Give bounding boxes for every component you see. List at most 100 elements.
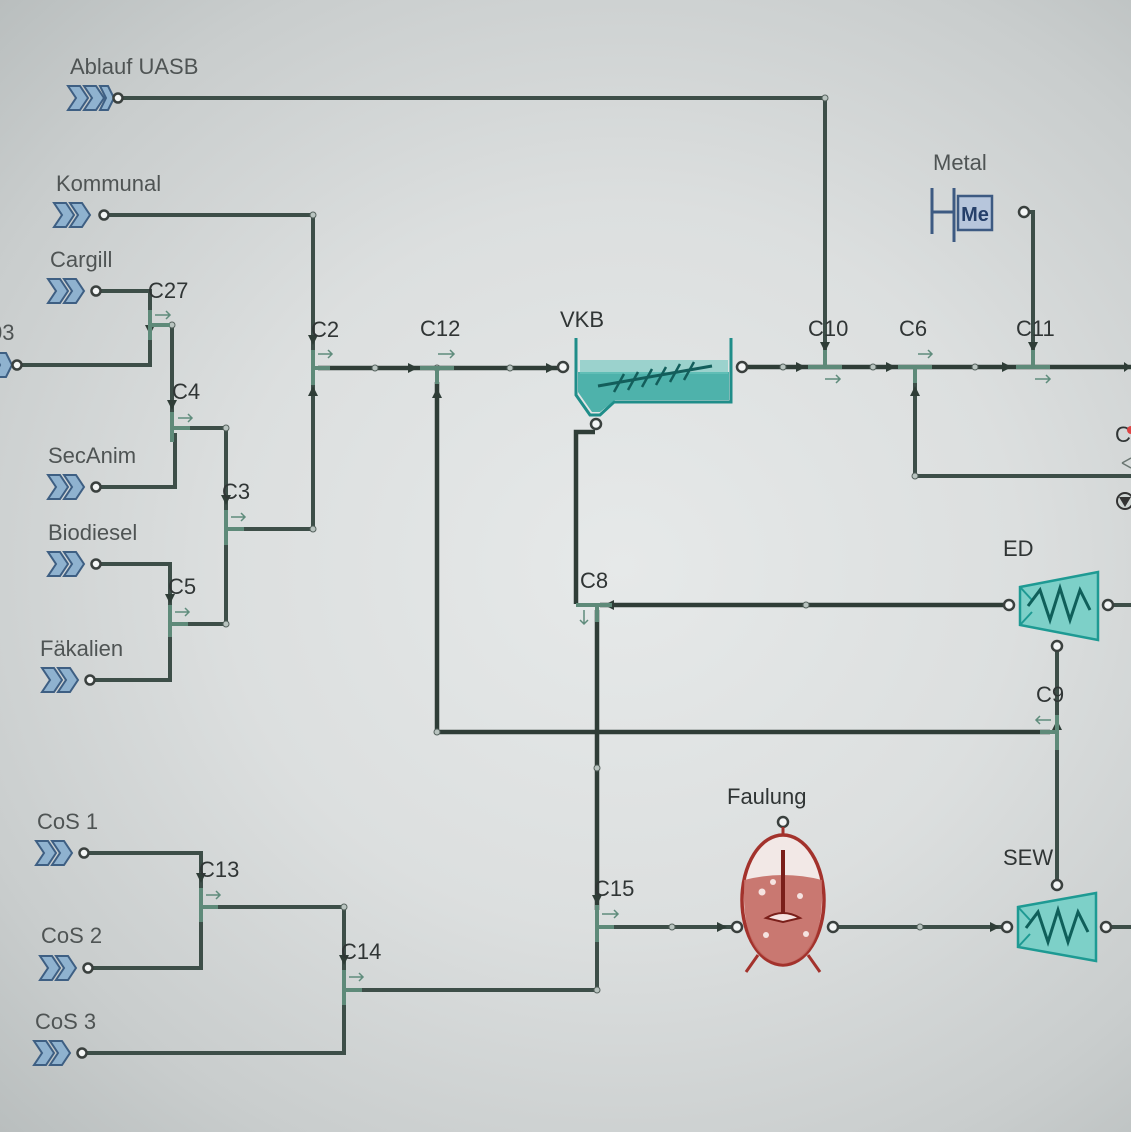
- pipe-vkb-underflow[interactable]: [573, 429, 595, 604]
- junction-c10[interactable]: C10: [808, 316, 848, 384]
- junction-label: C13: [199, 857, 239, 882]
- feed-label: SecAnim: [48, 443, 136, 468]
- pipe-biodiesel[interactable]: [96, 562, 172, 612]
- gas-port[interactable]: [776, 815, 790, 829]
- bottom-port[interactable]: [1050, 639, 1064, 653]
- feed-partial-left[interactable]: 03: [0, 320, 23, 378]
- junction-c6[interactable]: C6: [898, 316, 934, 383]
- heat-exchanger-icon: [1024, 904, 1090, 947]
- outlet-port[interactable]: [90, 481, 102, 493]
- unit-label: Faulung: [727, 784, 807, 809]
- feed-secanim[interactable]: SecAnim: [46, 443, 136, 500]
- unit-label: SEW: [1003, 845, 1053, 870]
- outlet-port[interactable]: [84, 674, 96, 686]
- outlet-port[interactable]: [90, 558, 102, 570]
- junction-c3[interactable]: C3: [222, 479, 250, 545]
- feed-label: CoS 3: [35, 1009, 96, 1034]
- junction-c27[interactable]: C27: [148, 278, 188, 340]
- metal-icon: [956, 194, 994, 232]
- outlet-port[interactable]: [76, 1047, 88, 1059]
- junction-c5[interactable]: C5: [168, 574, 196, 637]
- junction-c8[interactable]: C8: [576, 568, 612, 626]
- outlet-port[interactable]: [90, 285, 102, 297]
- junction-c13[interactable]: C13: [199, 857, 239, 922]
- junction-c2[interactable]: C2: [311, 317, 339, 385]
- feed-arrow-icon: [46, 474, 70, 500]
- feed-label: CoS 2: [41, 923, 102, 948]
- unit-sew[interactable]: SEW: [1000, 845, 1113, 963]
- pipe-c3-c2[interactable]: [230, 378, 315, 531]
- junction-label: C4: [172, 379, 200, 404]
- outlet-port[interactable]: [1101, 598, 1115, 612]
- junction-label: C3: [222, 479, 250, 504]
- unit-ed[interactable]: ED: [1002, 536, 1115, 653]
- unit-vkb[interactable]: VKB: [556, 307, 749, 431]
- outlet-port[interactable]: [78, 847, 90, 859]
- junction-c11[interactable]: C11: [1016, 316, 1055, 384]
- junction-label: C9: [1036, 682, 1064, 707]
- outlet-port[interactable]: [826, 920, 840, 934]
- feed-ablauf-uasb[interactable]: Ablauf UASB: [66, 54, 198, 111]
- outlet-port[interactable]: [112, 92, 124, 104]
- pipe-ablauf-uasb[interactable]: [118, 96, 827, 362]
- feed-cos-3[interactable]: CoS 3: [32, 1009, 96, 1066]
- pipe-faekalien[interactable]: [90, 628, 172, 682]
- pipe-c9-c12[interactable]: [434, 382, 1050, 735]
- inlet-port[interactable]: [1000, 920, 1014, 934]
- flow-arrowheads: [145, 325, 1062, 965]
- underflow-port[interactable]: [589, 417, 603, 431]
- feed-label: Biodiesel: [48, 520, 137, 545]
- outlet-port[interactable]: [98, 209, 110, 221]
- pipe-c4-c3[interactable]: [178, 426, 228, 512]
- feed-kommunal[interactable]: Kommunal: [52, 171, 161, 228]
- metal-dosing-unit[interactable]: Metal Me: [930, 150, 1031, 242]
- junction-label: C10: [808, 316, 848, 341]
- junction-c15[interactable]: C15: [594, 876, 634, 942]
- unit-faulung[interactable]: Faulung: [727, 784, 840, 973]
- outlet-port[interactable]: [1099, 920, 1113, 934]
- right-edge-partial-unit[interactable]: C: [1115, 362, 1131, 510]
- unit-label: VKB: [560, 307, 604, 332]
- inlet-port[interactable]: [556, 360, 570, 374]
- junction-c9[interactable]: C9: [1034, 682, 1064, 750]
- junction-c14[interactable]: C14: [341, 939, 381, 1005]
- pipe-kommunal[interactable]: [104, 213, 315, 352]
- pipe-secanim[interactable]: [96, 433, 177, 489]
- pipe-cos2[interactable]: [88, 918, 203, 970]
- inlet-port[interactable]: [730, 920, 744, 934]
- feed-arrow-icon: [38, 955, 62, 981]
- feed-cargill[interactable]: Cargill: [46, 247, 112, 304]
- feed-arrow-icon: [46, 551, 70, 577]
- pipe-waypoints: [168, 94, 979, 994]
- junction-label: C8: [580, 568, 608, 593]
- outlet-port[interactable]: [11, 359, 23, 371]
- feed-cos-2[interactable]: CoS 2: [38, 923, 102, 981]
- pipe-cos3[interactable]: [82, 1003, 346, 1055]
- feed-arrow-icon: [66, 85, 90, 111]
- pipe-partial-feed[interactable]: [16, 338, 152, 367]
- pipe-c6-recycle[interactable]: [913, 378, 1131, 478]
- feed-cos-1[interactable]: CoS 1: [34, 809, 98, 866]
- feed-label: Ablauf UASB: [70, 54, 198, 79]
- status-indicator: [1127, 426, 1131, 434]
- feed-faekalien[interactable]: Fäkalien: [40, 636, 123, 693]
- pipe-c14-c15[interactable]: [348, 938, 599, 992]
- junction-label: C12: [420, 316, 460, 341]
- junction-c4[interactable]: C4: [170, 379, 200, 442]
- pipe-c13-c14[interactable]: [204, 905, 346, 972]
- pipe-cargill[interactable]: [96, 289, 152, 342]
- junction-label: C6: [899, 316, 927, 341]
- outlet-port[interactable]: [82, 962, 94, 974]
- junction-label: C14: [341, 939, 381, 964]
- junction-c12[interactable]: C12: [420, 316, 460, 384]
- top-port[interactable]: [1050, 878, 1064, 892]
- outlet-port[interactable]: [1017, 205, 1031, 219]
- outlet-port[interactable]: [735, 360, 749, 374]
- inlet-port[interactable]: [1002, 598, 1016, 612]
- partial-label: C: [1115, 422, 1131, 447]
- feed-biodiesel[interactable]: Biodiesel: [46, 520, 137, 577]
- pipe-cos1[interactable]: [84, 851, 203, 890]
- unit-label: ED: [1003, 536, 1034, 561]
